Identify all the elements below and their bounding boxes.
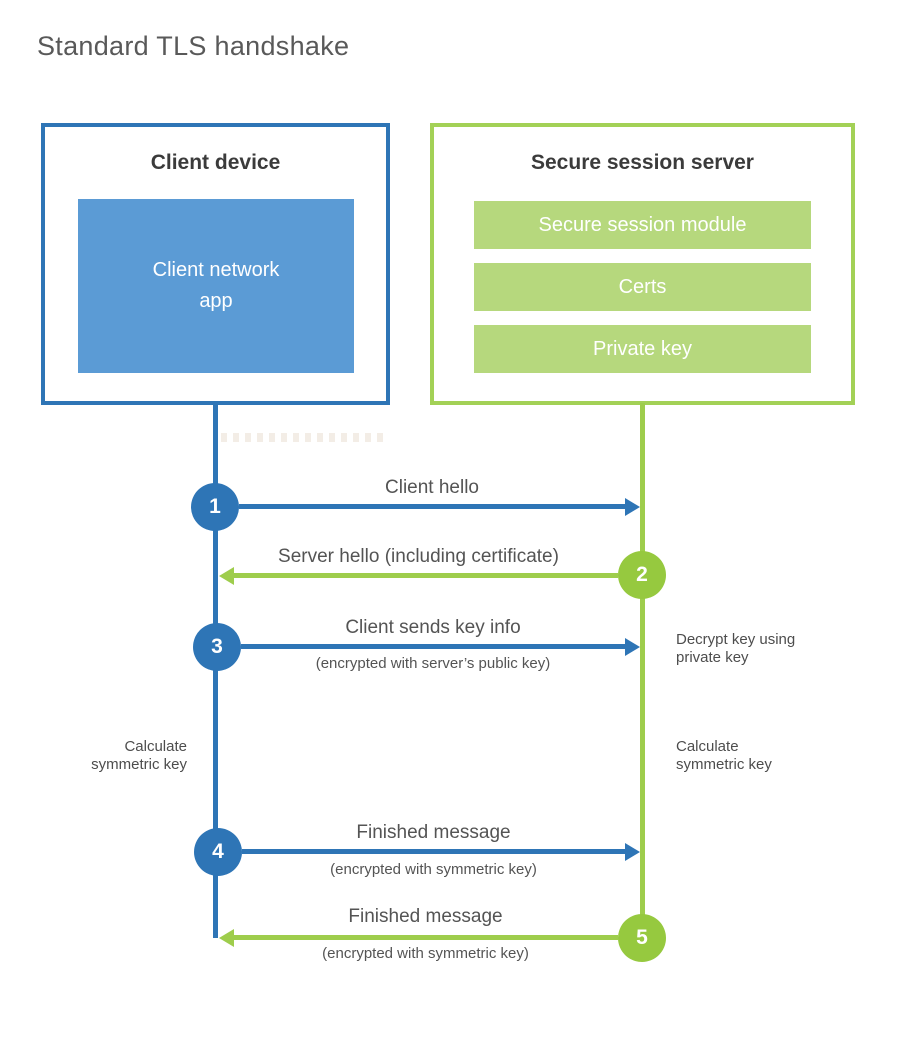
step-1-badge: 1	[191, 483, 239, 531]
step-5-label: Finished message	[348, 906, 503, 927]
step-5-sublabel: (encrypted with symmetric key)	[322, 945, 529, 962]
server-lifeline	[640, 403, 645, 938]
step-2-number: 2	[636, 563, 648, 586]
step-5-arrow-line	[233, 935, 618, 940]
step-4-arrowhead-right-icon	[625, 843, 640, 861]
step-4-number: 4	[212, 840, 224, 863]
secure-session-server-box: Secure session server Secure session mod…	[430, 123, 855, 405]
certs-bar: Certs	[474, 263, 811, 311]
calculate-symmetric-key-note-server: Calculate symmetric key	[676, 738, 772, 773]
step-2-badge: 2	[618, 551, 666, 599]
step-4-sublabel: (encrypted with symmetric key)	[330, 861, 537, 878]
step-3-arrowhead-right-icon	[625, 638, 640, 656]
step-1-label: Client hello	[385, 477, 479, 498]
diagram-title: Standard TLS handshake	[37, 31, 350, 61]
step-4-label: Finished message	[356, 822, 511, 843]
step-5-number: 5	[636, 926, 648, 949]
decrypt-key-note: Decrypt key using private key	[676, 631, 796, 666]
secure-session-server-title: Secure session server	[531, 151, 754, 174]
client-network-app-box: Client network app	[78, 199, 354, 373]
step-3-number: 3	[211, 635, 223, 658]
step-2-label: Server hello (including certificate)	[278, 546, 559, 567]
calculate-symmetric-key-note-client: Calculate symmetric key	[91, 738, 187, 773]
step-4-arrow-line	[242, 849, 625, 854]
client-device-title: Client device	[150, 151, 281, 174]
secure-session-module-bar: Secure session module	[474, 201, 811, 249]
client-device-box: Client device Client network app	[41, 123, 390, 405]
step-3-label: Client sends key info	[345, 617, 521, 638]
private-key-bar: Private key	[474, 325, 811, 373]
step-2-arrow-line	[233, 573, 618, 578]
step-2-arrowhead-left-icon	[219, 567, 234, 585]
step-5-arrowhead-left-icon	[219, 929, 234, 947]
step-1-number: 1	[209, 495, 221, 518]
step-3-badge: 3	[193, 623, 241, 671]
step-5-badge: 5	[618, 914, 666, 962]
step-3-arrow-line	[241, 644, 625, 649]
step-1-arrow-line	[239, 504, 625, 509]
step-3-sublabel: (encrypted with server’s public key)	[315, 655, 551, 672]
step-4-badge: 4	[194, 828, 242, 876]
step-1-arrowhead-right-icon	[625, 498, 640, 516]
faint-dashed-line	[221, 433, 389, 442]
